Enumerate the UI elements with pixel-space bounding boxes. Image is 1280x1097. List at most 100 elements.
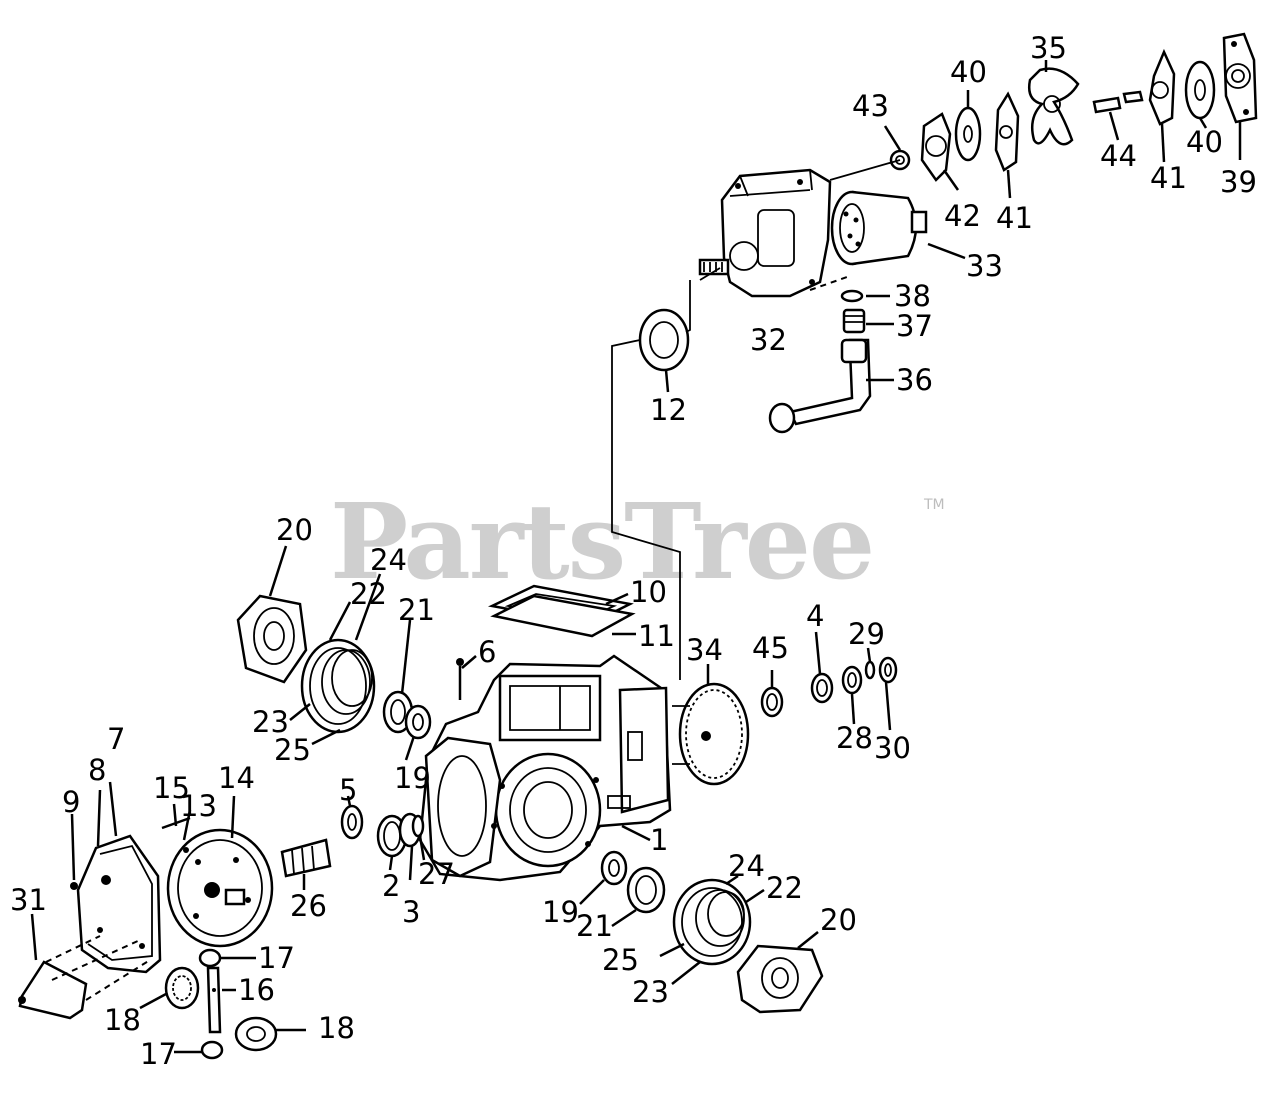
leader-20b <box>797 931 819 949</box>
part-37-fitting[interactable] <box>842 308 866 334</box>
callout-41-right: 41 <box>1150 161 1187 195</box>
callout-22-lower: 22 <box>766 871 803 905</box>
part-34-gear[interactable] <box>672 682 750 786</box>
part-11-gasket[interactable] <box>490 594 636 638</box>
leader-9 <box>70 813 76 881</box>
part-7-8-cover[interactable] <box>76 834 162 974</box>
part-29-ring[interactable] <box>864 660 876 680</box>
callout-34: 34 <box>686 633 723 667</box>
part-40-washer-top[interactable] <box>954 106 982 162</box>
leader-4 <box>814 631 822 675</box>
part-38-o-ring[interactable] <box>840 289 864 303</box>
callout-40-top: 40 <box>950 55 987 89</box>
callout-13: 13 <box>180 789 217 823</box>
callout-37: 37 <box>896 309 933 343</box>
leader-41b <box>1160 123 1166 163</box>
part-27-ring[interactable] <box>411 814 425 838</box>
part-1-housing[interactable] <box>418 654 672 882</box>
part-20-hub-lower[interactable] <box>736 944 824 1014</box>
leader-12 <box>664 369 670 393</box>
part-5-bearing[interactable] <box>340 804 364 840</box>
leader-21b <box>611 908 637 928</box>
callout-18-left: 18 <box>104 1003 141 1037</box>
leader-10 <box>605 592 629 606</box>
leader-20a <box>268 545 288 597</box>
callout-41-left: 41 <box>996 201 1033 235</box>
leader-23-25b <box>659 942 701 985</box>
watermark-brand: PartsTree <box>330 480 875 603</box>
part-35-fan[interactable] <box>1028 67 1080 146</box>
part-19-bearing-upper[interactable] <box>404 704 432 740</box>
part-16-shaft[interactable] <box>206 966 222 1034</box>
callout-32: 32 <box>750 323 787 357</box>
callout-7: 7 <box>107 722 126 756</box>
callout-9: 9 <box>62 785 81 819</box>
callout-23-upper: 23 <box>252 705 289 739</box>
part-14-differential-case[interactable] <box>166 828 274 948</box>
callout-23-lower: 23 <box>632 975 669 1009</box>
part-42-gasket[interactable] <box>920 112 952 182</box>
part-12-gasket[interactable] <box>638 308 690 372</box>
part-18-gear-left[interactable] <box>164 966 200 1010</box>
leader-1 <box>621 824 651 842</box>
part-21-seal-lower[interactable] <box>626 866 666 914</box>
callout-1: 1 <box>650 823 669 857</box>
callout-40-bottom: 40 <box>1186 125 1223 159</box>
leader-40b <box>1198 117 1208 129</box>
part-45-bushing[interactable] <box>760 686 784 718</box>
leader-22-24b <box>725 874 765 904</box>
part-44-pins[interactable] <box>1092 90 1144 114</box>
leader-19b <box>579 879 605 905</box>
callout-30: 30 <box>874 731 911 765</box>
leader-18a <box>139 992 167 1010</box>
part-31-bracket[interactable] <box>18 935 151 1020</box>
leader-44 <box>1108 111 1120 141</box>
leader-13-15 <box>172 803 192 841</box>
part-30-washer[interactable] <box>878 656 898 684</box>
callout-26: 26 <box>290 889 327 923</box>
part-17-gear-lower[interactable] <box>200 1040 224 1060</box>
part-4-bearing[interactable] <box>810 672 834 704</box>
callout-18-right: 18 <box>318 1011 355 1045</box>
watermark-trademark: TM <box>924 497 945 513</box>
part-20-hub-upper[interactable] <box>236 594 308 684</box>
part-22-24-seals-upper[interactable] <box>300 638 376 734</box>
part-19-bearing-lower[interactable] <box>600 850 628 886</box>
leader-43-pump <box>829 159 901 181</box>
callout-25-lower: 25 <box>602 943 639 977</box>
callout-14: 14 <box>218 761 255 795</box>
part-26-shaft[interactable] <box>280 838 332 878</box>
dash-38 <box>809 275 851 291</box>
part-32-hydraulic-pump[interactable] <box>698 168 832 298</box>
part-40-washer-bottom[interactable] <box>1184 60 1216 120</box>
callout-19-lower: 19 <box>542 895 579 929</box>
callout-36: 36 <box>896 363 933 397</box>
callout-24-lower: 24 <box>728 849 765 883</box>
leader-28 <box>850 693 856 725</box>
callout-35: 35 <box>1030 31 1067 65</box>
part-33-filter[interactable] <box>830 190 928 266</box>
leader-41a <box>1006 169 1012 199</box>
part-9-dowel[interactable] <box>70 882 78 890</box>
leader-23-25a <box>289 703 341 746</box>
leader-5 <box>346 795 352 807</box>
callout-17-lower: 17 <box>140 1037 177 1071</box>
leader-27 <box>418 835 426 861</box>
callout-31: 31 <box>10 883 47 917</box>
part-22-24-seals-lower[interactable] <box>672 878 752 966</box>
part-28-bearing[interactable] <box>841 665 863 695</box>
callout-20-lower: 20 <box>820 903 857 937</box>
part-18-gear-right[interactable] <box>234 1016 278 1052</box>
part-36-tube[interactable] <box>768 338 872 434</box>
callout-21-upper: 21 <box>398 593 435 627</box>
callout-6: 6 <box>478 635 497 669</box>
part-39-cover-plate[interactable] <box>1222 32 1258 124</box>
callout-16: 16 <box>238 973 275 1007</box>
leader-30 <box>884 681 892 731</box>
callout-42: 42 <box>944 199 981 233</box>
callout-10: 10 <box>630 575 667 609</box>
part-41-gasket-bottom[interactable] <box>1148 48 1176 126</box>
part-6-pin[interactable] <box>456 658 464 700</box>
part-17-gear-upper[interactable] <box>198 948 222 968</box>
part-41-gasket-top[interactable] <box>994 91 1020 172</box>
